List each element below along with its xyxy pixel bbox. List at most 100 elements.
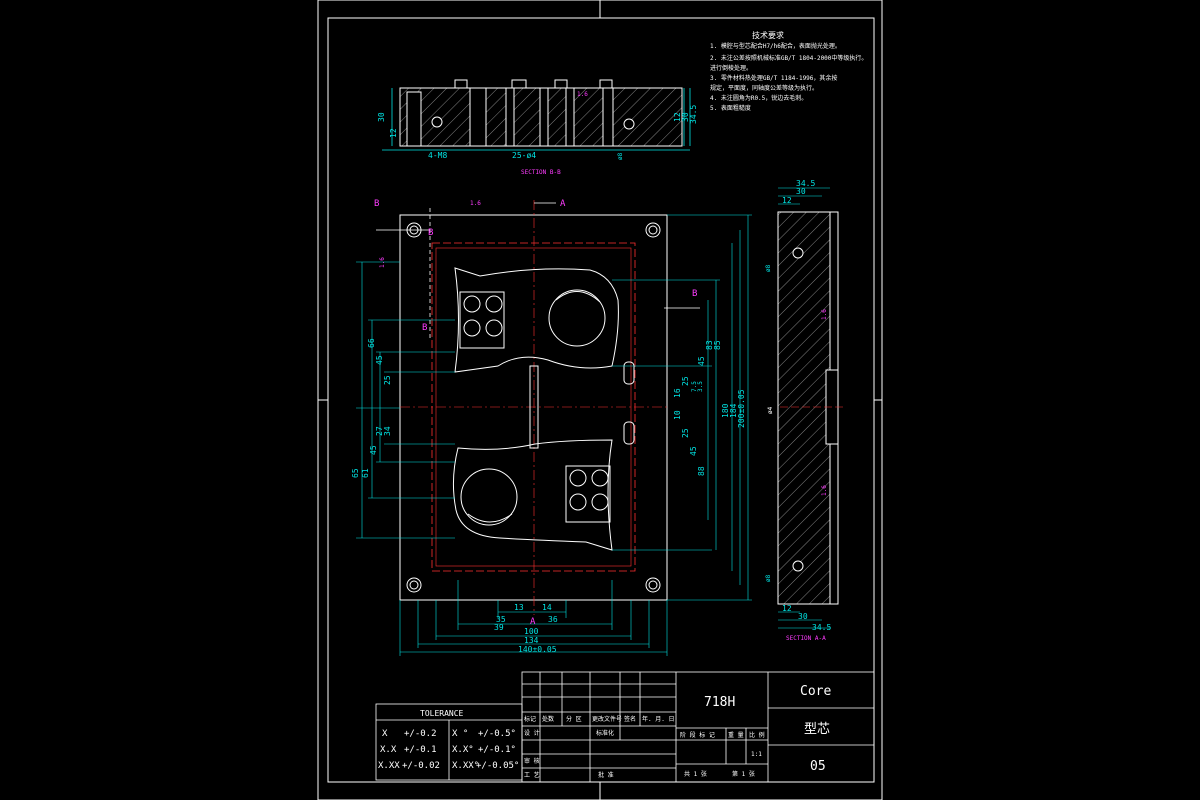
tolerance-row3-a: X.XX [378,761,400,771]
plan-dim-bottom-140: 140±0.05 [518,645,557,654]
title-block-sheet-total: 共 1 张 [684,770,707,778]
title-block-header-1: 标记 [524,715,536,723]
tolerance-title: TOLERANCE [420,709,464,718]
plan-dim-right-small-1: 7.5 [691,381,698,392]
section-bb-roughness: 1.6 [577,91,588,98]
section-bb-dim-phi-small: ø8 [617,152,624,160]
marker-a-top: A [560,199,566,209]
title-block-name-cn: 型芯 [804,722,830,737]
section-aa-dim-bot-12: 12 [782,604,792,613]
section-aa-dim-phi4: ø4 [767,406,774,414]
plan-dim-right-184: 184 [729,403,738,418]
tech-req-line-4: 3. 零件材料热处理GB/T 1184-1996，其余按 [710,74,837,82]
tolerance-row3-b: +/-0.02 [402,761,440,771]
section-aa-label: SECTION A-A [786,635,826,642]
title-block [521,671,875,783]
plan-dim-bottom-13: 13 [514,603,524,612]
tolerance-row1-c: X ° [452,729,468,739]
plan-view [356,200,752,656]
plan-dim-bottom-35: 35 [496,615,506,624]
plan-dim-left-27: 27 [375,426,384,436]
tolerance-row3-d: +/-0.05° [476,761,519,771]
title-block-scale-label: 比 例 [749,731,765,739]
tolerance-row2-d: +/-0.1° [478,745,516,755]
title-block-header-3: 分 区 [566,715,582,723]
title-block-name-en: Core [800,684,831,699]
section-aa-dim-top-12: 12 [782,196,792,205]
plan-roughness-1: 1.6 [470,200,481,207]
tolerance-row1-b: +/-0.2 [404,729,437,739]
plan-dim-left-65: 65 [351,468,360,478]
tech-req-line-7: 5. 表面粗糙度 [710,104,751,112]
tolerance-row3-c: X.XX° [452,761,479,771]
plan-dim-right-85: 85 [713,340,722,350]
section-bb-dim-30: 30 [377,112,386,122]
plan-dim-bottom-36: 36 [548,615,558,624]
tolerance-row1-a: X [382,729,388,739]
tech-req-title: 技术要求 [752,30,784,40]
section-aa-dim-bot-30: 30 [798,612,808,621]
section-aa-view [777,187,846,629]
title-block-scale: 1:1 [751,751,762,758]
section-bb-dim-m8: 4-M8 [428,151,447,160]
plan-dim-right-10: 10 [673,410,682,420]
marker-b-mid: B [422,323,427,333]
tech-req-line-5: 规定，平面度，同轴度公差等级为执行。 [710,84,818,92]
section-aa-dim-top-34: 34.5 [796,179,815,188]
plan-dim-left-45a: 45 [375,355,384,365]
tech-req-line-6: 4. 未注圆角为R0.5，锐边去毛刺。 [710,94,807,102]
plan-dim-right-83: 83 [705,340,714,350]
tech-req-line-2: 2. 未注公差按照机械标准GB/T 1804-2000中等级执行。 [710,54,867,62]
section-aa-roughness-1: 1.6 [821,309,828,320]
title-block-row-approve: 批 准 [598,771,614,779]
title-block-row-standard: 标准化 [596,729,614,737]
plan-dim-left-61: 61 [361,468,370,478]
title-block-material: 718H [704,695,735,710]
title-block-header-2: 处数 [542,715,554,723]
plan-dim-right-25b: 25 [681,428,690,438]
section-aa-dim-bot-34: 34.5 [812,623,831,632]
plan-dim-bottom-134: 134 [524,636,539,645]
section-bb-view [382,79,691,151]
plan-dim-left-25: 25 [383,375,392,385]
title-block-header-6: 年. 月. 日 [642,715,674,723]
title-block-sheet-no: 第 1 张 [732,770,755,778]
plan-dim-right-45a: 45 [697,356,706,366]
title-block-header-4: 更改文件号 [592,715,622,723]
plan-dim-right-16: 16 [673,388,682,398]
title-block-weight: 重 量 [728,731,744,739]
plan-dim-right-45b: 45 [689,446,698,456]
section-bb-dim-right-34: 34.5 [689,105,698,124]
plan-dim-right-200: 200±0.05 [737,389,746,428]
section-bb-dim-right-12: 12 [673,112,682,122]
section-bb-label: SECTION B-B [521,169,561,176]
title-block-header-5: 签名 [624,715,636,723]
plan-dim-left-34: 34 [383,426,392,436]
tolerance-row1-d: +/-0.5° [478,729,516,739]
section-bb-dim-right-30: 30 [681,112,690,122]
section-aa-dim-phi8-bot: ø8 [765,574,772,582]
plan-dim-left-45b: 45 [369,445,378,455]
marker-b-right: B [692,289,697,299]
tech-req-line-3: 进行倒棱处理。 [710,64,752,72]
title-block-stage: 阶 段 标 记 [680,731,715,739]
section-aa-dim-phi8-top: ø8 [765,264,772,272]
marker-b-top-left: B [374,199,379,209]
title-block-row-design: 设 计 [524,729,540,737]
marker-a-bottom: A [530,617,536,627]
section-aa-dim-top-30: 30 [796,187,806,196]
marker-b-top: B [428,228,433,238]
tech-req-line-1: 1. 模腔与型芯配合H7/h6配合，表面抛光处理。 [710,42,841,50]
section-bb-dim-phi4: 25-ø4 [512,151,536,160]
tolerance-row2-b: +/-0.1 [404,745,437,755]
title-block-row-review: 审 核 [524,757,540,765]
plan-roughness-2: 1.6 [379,257,386,268]
plan-dim-bottom-39: 39 [494,623,504,632]
section-bb-dim-12: 12 [389,128,398,138]
title-block-number: 05 [810,759,826,774]
plan-dim-right-small-2: 3.5 [697,381,704,392]
plan-dim-right-88: 88 [697,466,706,476]
plan-dim-bottom-100: 100 [524,627,539,636]
title-block-row-process: 工 艺 [524,771,540,779]
